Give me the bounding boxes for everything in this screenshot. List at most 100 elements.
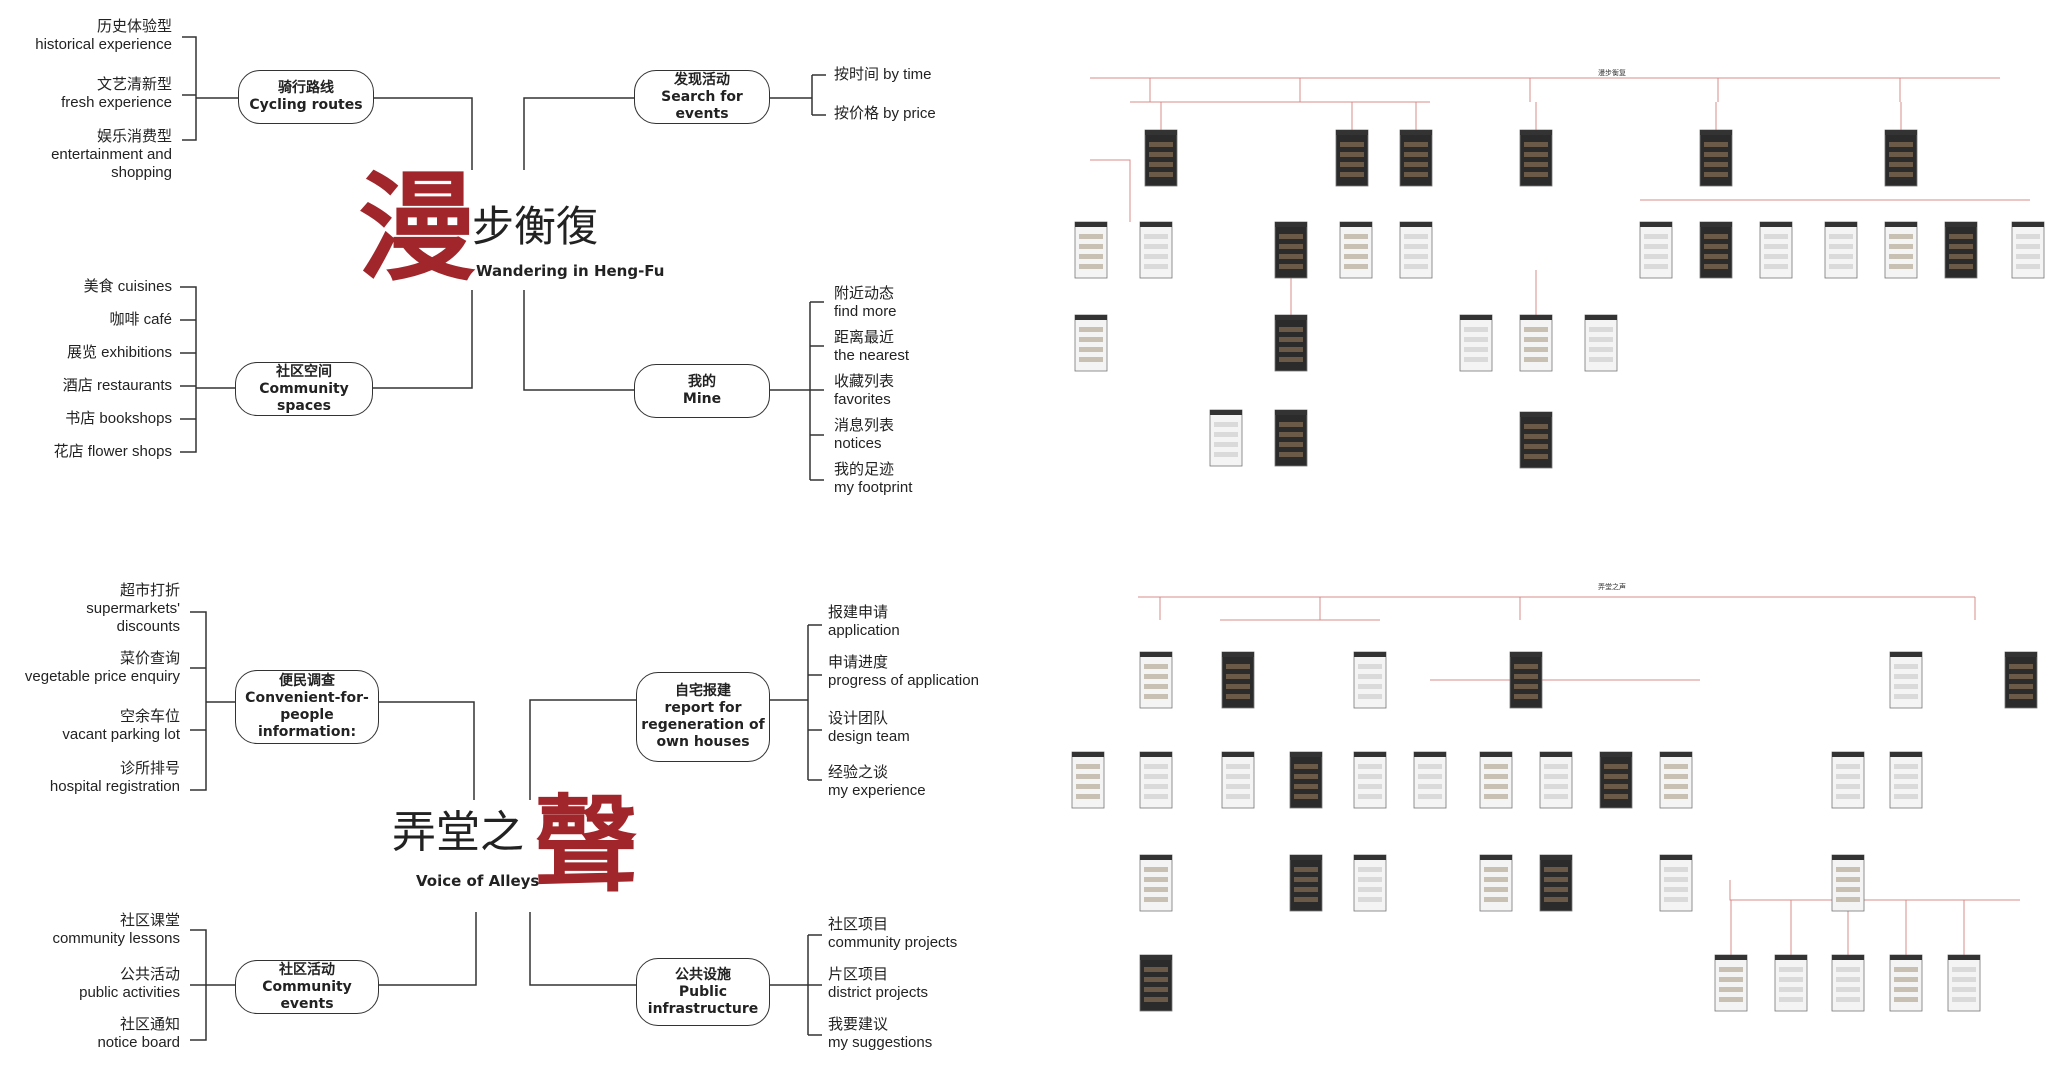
leaf-cn: 娱乐消费型 [96,128,172,145]
bot-rt-leaf-4: 经验之谈 my experience [828,764,1028,800]
bot-rt-leaf-1: 报建申请 application [828,604,1028,640]
node-community-spaces: 社区空间 Community spaces [235,362,373,416]
node-report-regeneration: 自宅报建 report for regeneration of own hous… [636,672,770,762]
app-screen-thumbnail [1714,954,1748,1012]
app-screen-thumbnail [2011,221,2045,279]
app-screen-thumbnail [1071,751,1105,809]
app-screen-thumbnail [1519,314,1553,372]
leaf-cn: 附近动态 [834,285,895,302]
app-screen-thumbnail [1659,751,1693,809]
app-screen-thumbnail [1519,129,1553,187]
app-screen-thumbnail [1353,854,1387,912]
leaf-en: the nearest [834,347,910,364]
bot-rt-leaf-2: 申请进度 progress of application [828,654,1028,690]
top-lb-leaf-5: 书店 bookshops [65,410,172,427]
bot-rb-leaf-1: 社区项目 community projects [828,916,1028,952]
bot-lt-leaf-4: 诊所排号 hospital registration [20,760,180,796]
node-en: Public [678,983,728,1000]
top-lb-leaf-6: 花店 flower shops [53,443,172,460]
flow-bottom-links [1138,596,2020,955]
leaf-cn: 历史体验型 [96,18,172,35]
node-cn: 社区活动 [279,961,335,978]
leaf-en: fresh experience [61,94,172,111]
top-lt-leaf-1: 历史体验型 historical experience [20,18,172,54]
leaf-cn: 我的足迹 [834,461,895,478]
app-screen-thumbnail [1221,651,1255,709]
flow-link [1729,880,2020,901]
bot-lt-leaf-3: 空余车位 vacant parking lot [20,708,180,744]
app-screen-thumbnail [1274,314,1308,372]
leaf-en: vacant parking lot [62,726,180,743]
app-screen-thumbnail [1139,651,1173,709]
app-screen-thumbnail [1274,409,1308,467]
leaf-en: application [828,622,900,639]
bot-rb-leaf-2: 片区项目 district projects [828,966,1028,1002]
leaf-en: design team [828,728,910,745]
title-big-char-man: 漫 [358,158,477,297]
app-screen-thumbnail [1824,221,1858,279]
leaf-cn: 我要建议 [828,1016,889,1033]
app-screen-thumbnail [1944,221,1978,279]
node-en: people information: [257,707,357,740]
app-screen-thumbnail [1699,221,1733,279]
leaf-cn: 菜价查询 [119,650,180,667]
app-screen-thumbnail [1335,129,1369,187]
app-screen-thumbnail [1274,221,1308,279]
app-screen-thumbnail [1353,651,1387,709]
app-screen-thumbnail [1889,651,1923,709]
title-en-wandering: Wandering in Heng-Fu [476,262,665,280]
leaf-en: my experience [828,782,926,799]
node-cn: 自宅报建 [675,683,731,699]
leaf-en: shopping [111,164,172,181]
bot-rt-leaf-3: 设计团队 design team [828,710,1028,746]
app-screen-thumbnail [1074,314,1108,372]
leaf-en: find more [834,303,897,320]
bot-lb-leaf-2: 公共活动 public activities [20,966,180,1002]
leaf-en: vegetable price enquiry [24,668,180,685]
node-cn: 公共设施 [675,966,731,983]
leaf-cn: 社区通知 [119,1016,180,1033]
app-screen-thumbnail [1759,221,1793,279]
app-screen-thumbnail [1221,751,1255,809]
leaf-en: community lessons [52,930,180,947]
leaf-cn: 经验之谈 [828,764,889,781]
app-screen-thumbnail [1831,954,1865,1012]
node-en: Convenient-for- [245,690,369,706]
app-screen-thumbnail [1139,954,1173,1012]
leaf-cn: 社区项目 [828,916,889,933]
node-en: Cycling routes [249,97,363,113]
node-public-infrastructure: 公共设施 Public infrastructure [636,958,770,1026]
node-cycling-routes: 骑行路线 Cycling routes [238,70,374,124]
leaf-en: historical experience [35,36,172,53]
app-screen-thumbnail [1884,129,1918,187]
leaf-cn: 设计团队 [828,710,889,727]
app-screen-thumbnail [1539,751,1573,809]
app-screen-thumbnail [1889,954,1923,1012]
title-cn-alleys: 弄堂之 [392,807,524,858]
app-screen-thumbnail [1584,314,1618,372]
leaf-cn: 诊所排号 [119,760,180,777]
title-big-char-sheng: 聲 [534,783,639,906]
leaf-en: community projects [828,934,958,951]
app-screen-thumbnail [1289,854,1323,912]
top-rb-leaf-2: 距离最近 the nearest [834,329,1004,365]
leaf-cn: 收藏列表 [834,373,895,390]
leaf-cn: 报建申请 [828,604,889,621]
node-mine: 我的 Mine [634,364,770,418]
app-screen-thumbnail [1889,751,1923,809]
leaf-en: progress of application [828,672,979,689]
leaf-en: favorites [834,391,891,408]
leaf-cn: 公共活动 [119,966,180,983]
top-lb-leaf-4: 酒店 restaurants [62,377,172,394]
app-screen-thumbnail [1209,409,1243,467]
app-screen-thumbnail [1479,854,1513,912]
app-screen-thumbnail [1831,751,1865,809]
leaf-en: notice board [97,1034,180,1051]
flow-top-links [1090,77,2030,315]
flow-link [1090,159,1131,222]
node-en: Community spaces [259,380,349,414]
node-en: infrastructure [647,1000,759,1017]
app-screen-thumbnail [1519,411,1553,469]
leaf-cn: 文艺清新型 [96,76,172,93]
